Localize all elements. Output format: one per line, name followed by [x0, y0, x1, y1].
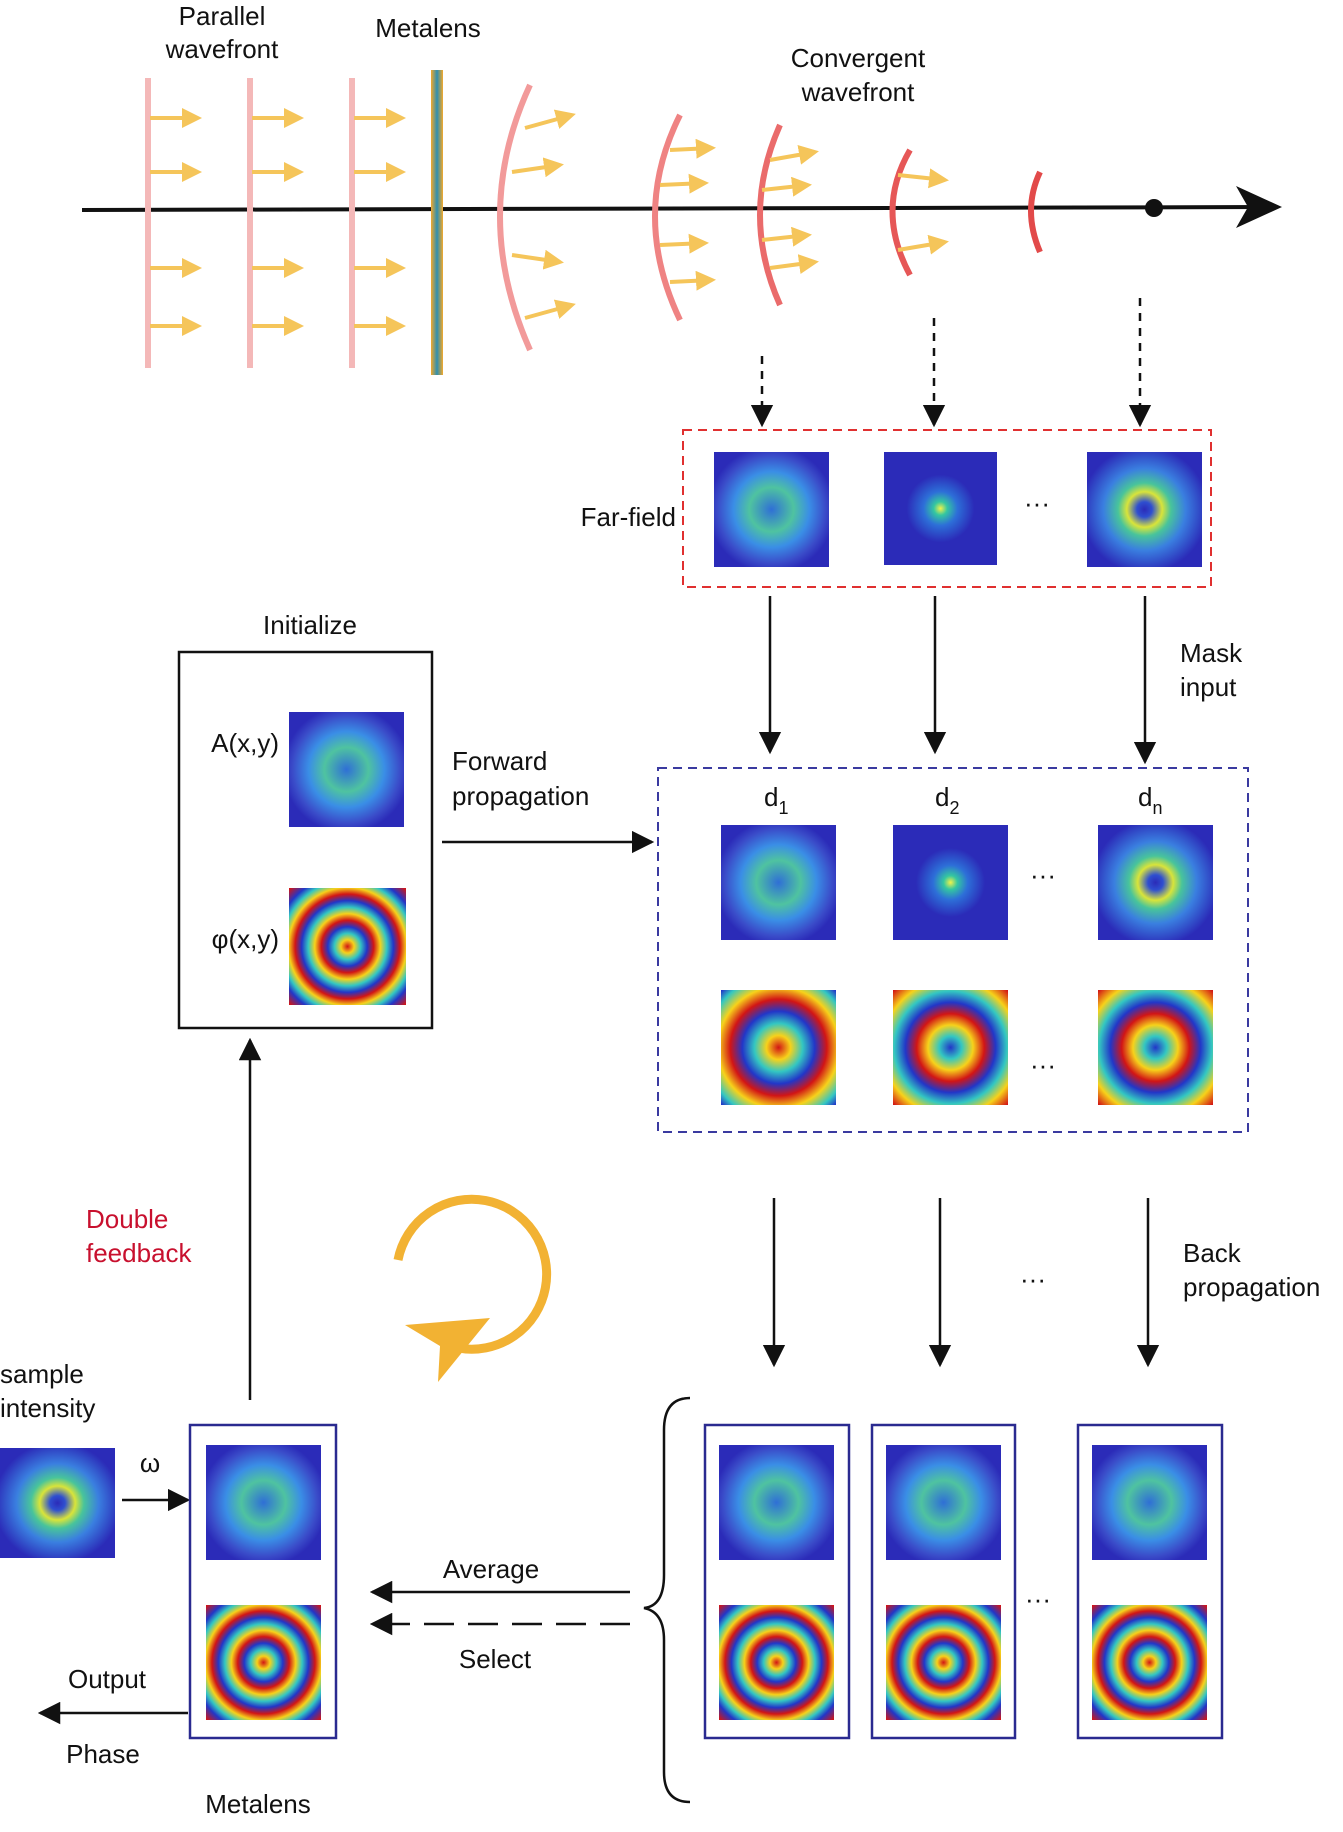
metalens-element [431, 70, 443, 375]
far-field-box [682, 429, 1212, 588]
group-brace [643, 1396, 691, 1804]
label-sample-line2: intensity [0, 1393, 95, 1423]
plane-amplitude-ellipsis: ··· [1030, 860, 1056, 890]
far-field-image-2 [884, 452, 997, 565]
optical-axis [81, 205, 1269, 212]
label-select: Select [459, 1644, 532, 1674]
initialize-box [177, 650, 434, 1030]
initial-phase-image [289, 888, 406, 1005]
label-back-line1: Back [1183, 1238, 1242, 1268]
estimate-box-n [1076, 1423, 1224, 1740]
plane-phase-2 [893, 990, 1008, 1105]
label-double-line2: feedback [86, 1238, 193, 1268]
metalens-result-box [188, 1423, 338, 1740]
label-convergent-line2: wavefront [801, 77, 915, 107]
sampling-arrows [750, 298, 1152, 428]
label-parallel-line2: wavefront [165, 34, 279, 64]
plane-phase-n [1098, 990, 1213, 1105]
label-average: Average [443, 1554, 539, 1584]
label-mask-line1: Mask [1180, 638, 1243, 668]
back-propagation-arrows [762, 1198, 1160, 1368]
label-amplitude: A(x,y) [211, 728, 279, 758]
result-amplitude-image [206, 1445, 321, 1560]
parallel-wavefronts [145, 78, 355, 368]
convergent-arrows [511, 109, 949, 320]
label-dn: dn [1138, 782, 1162, 818]
sample-intensity-image [0, 1448, 115, 1558]
estimate-box-2 [870, 1423, 1017, 1740]
label-far-field: Far-field [581, 502, 676, 532]
estimate-ellipsis: ··· [1025, 1584, 1051, 1614]
estimate-box-1 [703, 1423, 851, 1740]
far-field-image-n [1087, 452, 1202, 567]
label-initialize: Initialize [263, 610, 357, 640]
label-phase-out: Phase [66, 1739, 140, 1769]
label-sample-line1: sample [0, 1359, 84, 1389]
label-mask-line2: input [1180, 672, 1237, 702]
plane-amplitude-n [1098, 825, 1213, 940]
label-metalens-top: Metalens [375, 13, 481, 43]
label-omega: ω [140, 1448, 160, 1478]
mask-arrows [758, 596, 1157, 765]
planes-box [657, 767, 1249, 1133]
parallel-arrows [150, 108, 406, 336]
optical-axis-arrowhead [1236, 186, 1282, 228]
label-back-line2: propagation [1183, 1272, 1320, 1302]
focal-point [1145, 199, 1163, 217]
label-parallel-line1: Parallel [179, 1, 266, 31]
plane-amplitude-2 [893, 825, 1008, 940]
feedback-loop-arrowhead [405, 1318, 490, 1382]
plane-phase-1 [721, 990, 836, 1105]
result-phase-image [206, 1605, 321, 1720]
feedback-loop-icon [393, 1194, 552, 1354]
label-metalens-bottom: Metalens [205, 1789, 311, 1819]
label-double-line1: Double [86, 1204, 168, 1234]
initial-amplitude-image [289, 712, 404, 827]
convergent-wavefronts [497, 83, 1043, 352]
back-propagation-ellipsis: ··· [1020, 1264, 1046, 1294]
label-convergent-line1: Convergent [791, 43, 926, 73]
label-d2: d2 [935, 782, 959, 818]
label-forward-line2: propagation [452, 781, 589, 811]
label-forward-line1: Forward [452, 746, 547, 776]
plane-phase-ellipsis: ··· [1030, 1050, 1056, 1080]
label-d1: d1 [764, 782, 788, 818]
plane-amplitude-1 [721, 825, 836, 940]
far-field-ellipsis: ··· [1024, 488, 1050, 518]
label-output: Output [68, 1664, 147, 1694]
far-field-image-1 [714, 452, 829, 567]
label-phase-fn: φ(x,y) [212, 924, 279, 954]
